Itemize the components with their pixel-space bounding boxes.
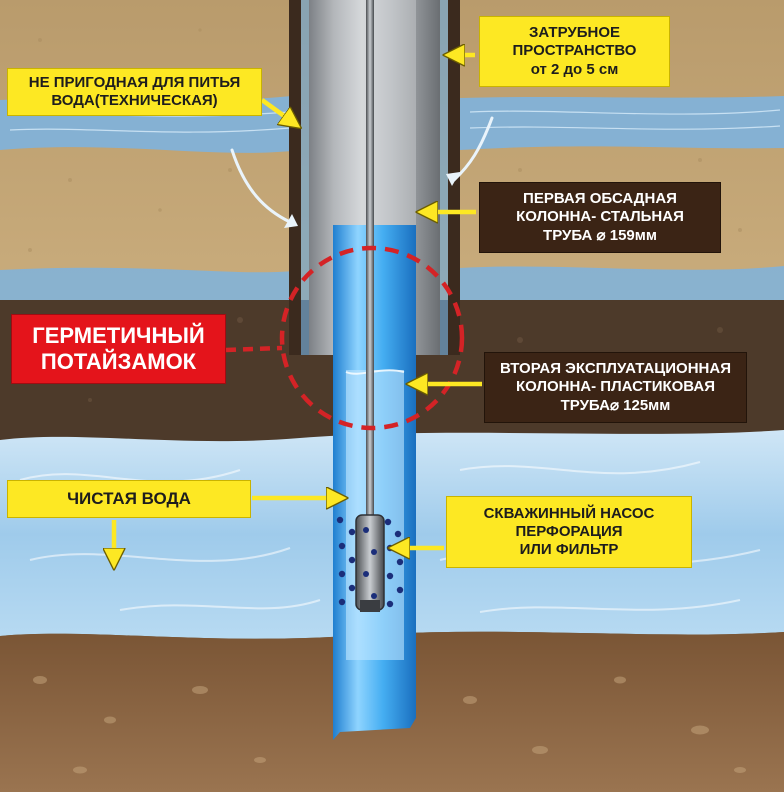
pump-filter-label: СКВАЖИННЫЙ НАСОС ПЕРФОРАЦИЯ ИЛИ ФИЛЬТР (446, 496, 692, 568)
first-casing-label-line-3: ТРУБА ⌀ 159мм (543, 226, 657, 244)
annulus-label-line-2: ПРОСТРАНСТВО (512, 42, 637, 60)
pump-filter-label-line-3: ИЛИ ФИЛЬТР (519, 541, 619, 559)
pump-filter-label-line-1: СКВАЖИННЫЙ НАСОС (483, 504, 655, 522)
first-casing-label: ПЕРВАЯ ОБСАДНАЯ КОЛОННА- СТАЛЬНАЯ ТРУБА … (479, 182, 721, 253)
seepage-arrows (230, 116, 494, 224)
label-pointers (114, 55, 482, 566)
perforation-dots (336, 516, 404, 608)
first-casing-label-line-1: ПЕРВАЯ ОБСАДНАЯ (523, 190, 677, 208)
hermetic-lock-label-line-2: ПОТАЙЗАМОК (40, 349, 197, 374)
annulus-label: ЗАТРУБНОЕ ПРОСТРАНСТВО от 2 до 5 см (479, 16, 670, 87)
second-casing-label-line-2: КОЛОННА- ПЛАСТИКОВАЯ (516, 378, 715, 396)
submersible-pump (355, 514, 385, 611)
technical-water-label-line-2: ВОДА(ТЕХНИЧЕСКАЯ) (51, 92, 218, 109)
annulus-label-line-1: ЗАТРУБНОЕ (528, 24, 621, 42)
second-casing-label-line-1: ВТОРАЯ ЭКСПЛУАТАЦИОННАЯ (500, 360, 731, 378)
clean-water-label: ЧИСТАЯ ВОДА (7, 480, 251, 518)
pump-rod (366, 0, 374, 520)
annulus-label-line-3: от 2 до 5 см (530, 60, 619, 78)
borehole-wall-left (289, 0, 301, 355)
first-casing-label-line-2: КОЛОННА- СТАЛЬНАЯ (516, 208, 684, 226)
technical-water-label-line-1: НЕ ПРИГОДНАЯ ДЛЯ ПИТЬЯ (28, 73, 241, 91)
lock-pointer (225, 345, 283, 353)
second-casing-label: ВТОРАЯ ЭКСПЛУАТАЦИОННАЯ КОЛОННА- ПЛАСТИК… (484, 352, 747, 423)
hermetic-lock-label-line-1: ГЕРМЕТИЧНЫЙ (32, 323, 205, 349)
second-casing-label-line-3: ТРУБА⌀ 125мм (560, 396, 671, 414)
clean-water-label-text: ЧИСТАЯ ВОДА (67, 488, 191, 508)
hermetic-lock-label: ГЕРМЕТИЧНЫЙ ПОТАЙЗАМОК (11, 314, 226, 384)
seep-water-band (0, 267, 300, 300)
pump-filter-label-line-2: ПЕРФОРАЦИЯ (515, 522, 623, 540)
technical-water-label: НЕ ПРИГОДНАЯ ДЛЯ ПИТЬЯ ВОДА(ТЕХНИЧЕСКАЯ) (7, 68, 262, 116)
hermetic-lock-circle (279, 245, 465, 431)
